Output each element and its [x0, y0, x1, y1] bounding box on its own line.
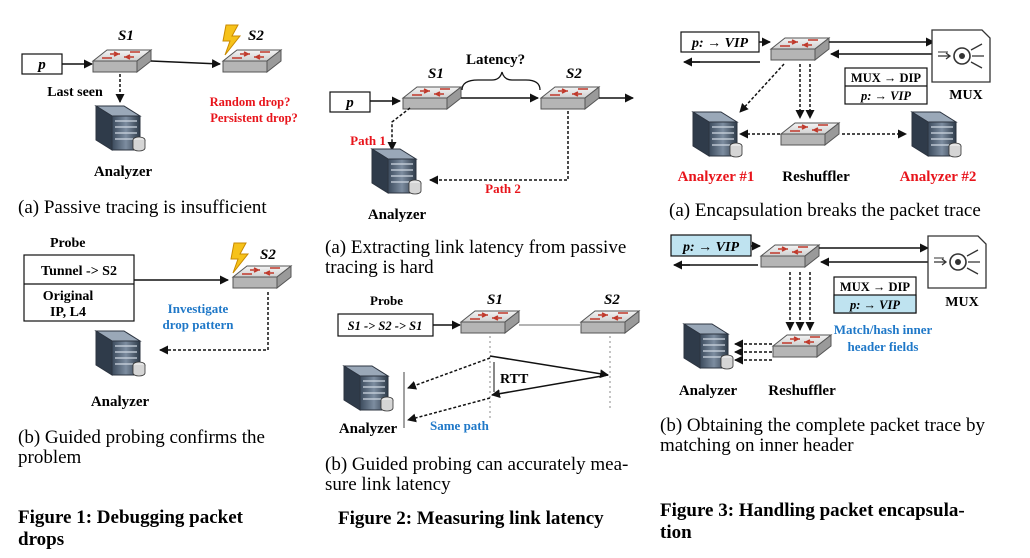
- s1-label: S1: [428, 66, 444, 82]
- investigate-label-1: Investigate: [168, 301, 229, 316]
- switch-s2-icon: [222, 49, 282, 73]
- tunnel-label: Tunnel -> S2: [41, 264, 117, 279]
- analyzer-label: Analyzer: [339, 421, 398, 437]
- caption-line-2: problem: [18, 447, 82, 468]
- switch-icon: [770, 37, 830, 61]
- latency-label: Latency?: [466, 52, 525, 68]
- packet-label: p: [36, 57, 46, 73]
- figure1-title-2: drops: [18, 529, 64, 550]
- reshuffler-switch-icon: [772, 334, 832, 358]
- fig3b: p: → VIP MUX MUX → DIP p: → VIP Match/ha…: [660, 234, 987, 456]
- caption-line-1: (a) Extracting link latency from passive: [325, 237, 626, 258]
- mux-dip-label: MUX → DIP: [851, 71, 921, 85]
- probe-label: Probe: [370, 293, 403, 308]
- drop-question-1: Random drop?: [210, 95, 291, 109]
- analyzer-label: Analyzer: [94, 164, 153, 180]
- fig1a: p S1 S2 Last seen Random drop? Persisten…: [18, 24, 298, 218]
- analyzer-server-icon: [683, 323, 734, 370]
- analyzer1-server-icon: [692, 111, 743, 158]
- path1-label: Path 1: [350, 133, 386, 148]
- analyzer2-server-icon: [911, 111, 962, 158]
- rtt-label: RTT: [500, 372, 529, 387]
- analyzer-server-icon: [95, 330, 146, 377]
- original-label-1: Original: [43, 289, 94, 304]
- figure3-title-2: tion: [660, 522, 692, 543]
- s2-label: S2: [248, 28, 264, 44]
- figure3-title-1: Figure 3: Handling packet encapsula-: [660, 500, 965, 521]
- mux-icon: [931, 29, 991, 83]
- analyzer-label: Analyzer: [679, 383, 738, 399]
- packet-box: [329, 91, 371, 113]
- analyzer1-label: Analyzer #1: [678, 169, 755, 185]
- reshuffler-switch-icon: [780, 122, 840, 146]
- inner-header-label: p: → VIP: [849, 298, 900, 312]
- match-label-1: Match/hash inner: [834, 322, 933, 337]
- fig3a: p: → VIP MUX MUX → DIP p: → VIP Analyzer…: [669, 29, 991, 221]
- drop-question-2: Persistent drop?: [210, 111, 298, 125]
- analyzer2-label: Analyzer #2: [900, 169, 977, 185]
- reshuffler-label: Reshuffler: [782, 169, 850, 185]
- fig2a: Latency? p S1 S2 Path 1 Path 2 Analyzer …: [325, 52, 634, 278]
- original-label-2: IP, L4: [50, 305, 86, 320]
- probe-box: [23, 254, 135, 322]
- caption-line-2: sure link latency: [325, 474, 451, 495]
- switch-s1-icon: [402, 86, 462, 110]
- analyzer-server-icon: [371, 148, 422, 195]
- caption-line-1: (b) Guided probing confirms the: [18, 427, 265, 448]
- probe-route-label: S1 -> S2 -> S1: [348, 319, 423, 333]
- figure2-title: Figure 2: Measuring link latency: [338, 508, 604, 529]
- reshuffler-label: Reshuffler: [768, 383, 836, 399]
- investigate-label-2: drop pattern: [163, 317, 235, 332]
- inner-header-label: p: → VIP: [860, 89, 911, 103]
- last-seen-label: Last seen: [47, 85, 103, 100]
- match-label-2: header fields: [848, 339, 919, 354]
- packet-label: p: → VIP: [691, 36, 748, 51]
- switch-icon: [760, 244, 820, 268]
- figure1-title-1: Figure 1: Debugging packet: [18, 507, 244, 528]
- switch-s2-icon: [540, 86, 600, 110]
- same-path-label: Same path: [430, 418, 490, 433]
- analyzer-server-icon: [343, 365, 394, 412]
- analyzer-label: Analyzer: [368, 207, 427, 223]
- fig2b: Probe S1 -> S2 -> S1 S1 S2 RTT Analyzer …: [325, 292, 640, 495]
- path2-label: Path 2: [485, 181, 521, 196]
- s2-label: S2: [260, 247, 276, 263]
- caption-line-1: (b) Obtaining the complete packet trace …: [660, 415, 985, 436]
- s1-label: S1: [118, 28, 134, 44]
- analyzer-server-icon: [95, 105, 146, 152]
- s1-label: S1: [487, 292, 503, 308]
- switch-s2-icon: [232, 265, 292, 289]
- switch-s2-icon: [580, 310, 640, 334]
- caption-line-1: (b) Guided probing can accurately mea-: [325, 454, 628, 475]
- analyzer-label: Analyzer: [91, 394, 150, 410]
- probe-label: Probe: [50, 236, 86, 251]
- packet-label: p: → VIP: [682, 240, 739, 255]
- caption: (a) Encapsulation breaks the packet trac…: [669, 200, 981, 221]
- switch-s1-icon: [92, 49, 152, 73]
- mux-label: MUX: [945, 295, 978, 310]
- packet-label: p: [344, 95, 354, 111]
- caption: (a) Passive tracing is insufficient: [18, 197, 267, 218]
- mux-icon: [927, 235, 987, 289]
- fig1b: Probe Tunnel -> S2 Original IP, L4 S2 In…: [18, 236, 292, 468]
- switch-s1-icon: [460, 310, 520, 334]
- s2-label: S2: [566, 66, 582, 82]
- s2-label: S2: [604, 292, 620, 308]
- mux-dip-label: MUX → DIP: [840, 280, 910, 294]
- caption-line-2: tracing is hard: [325, 257, 434, 278]
- caption-line-2: matching on inner header: [660, 435, 854, 456]
- mux-label: MUX: [949, 88, 982, 103]
